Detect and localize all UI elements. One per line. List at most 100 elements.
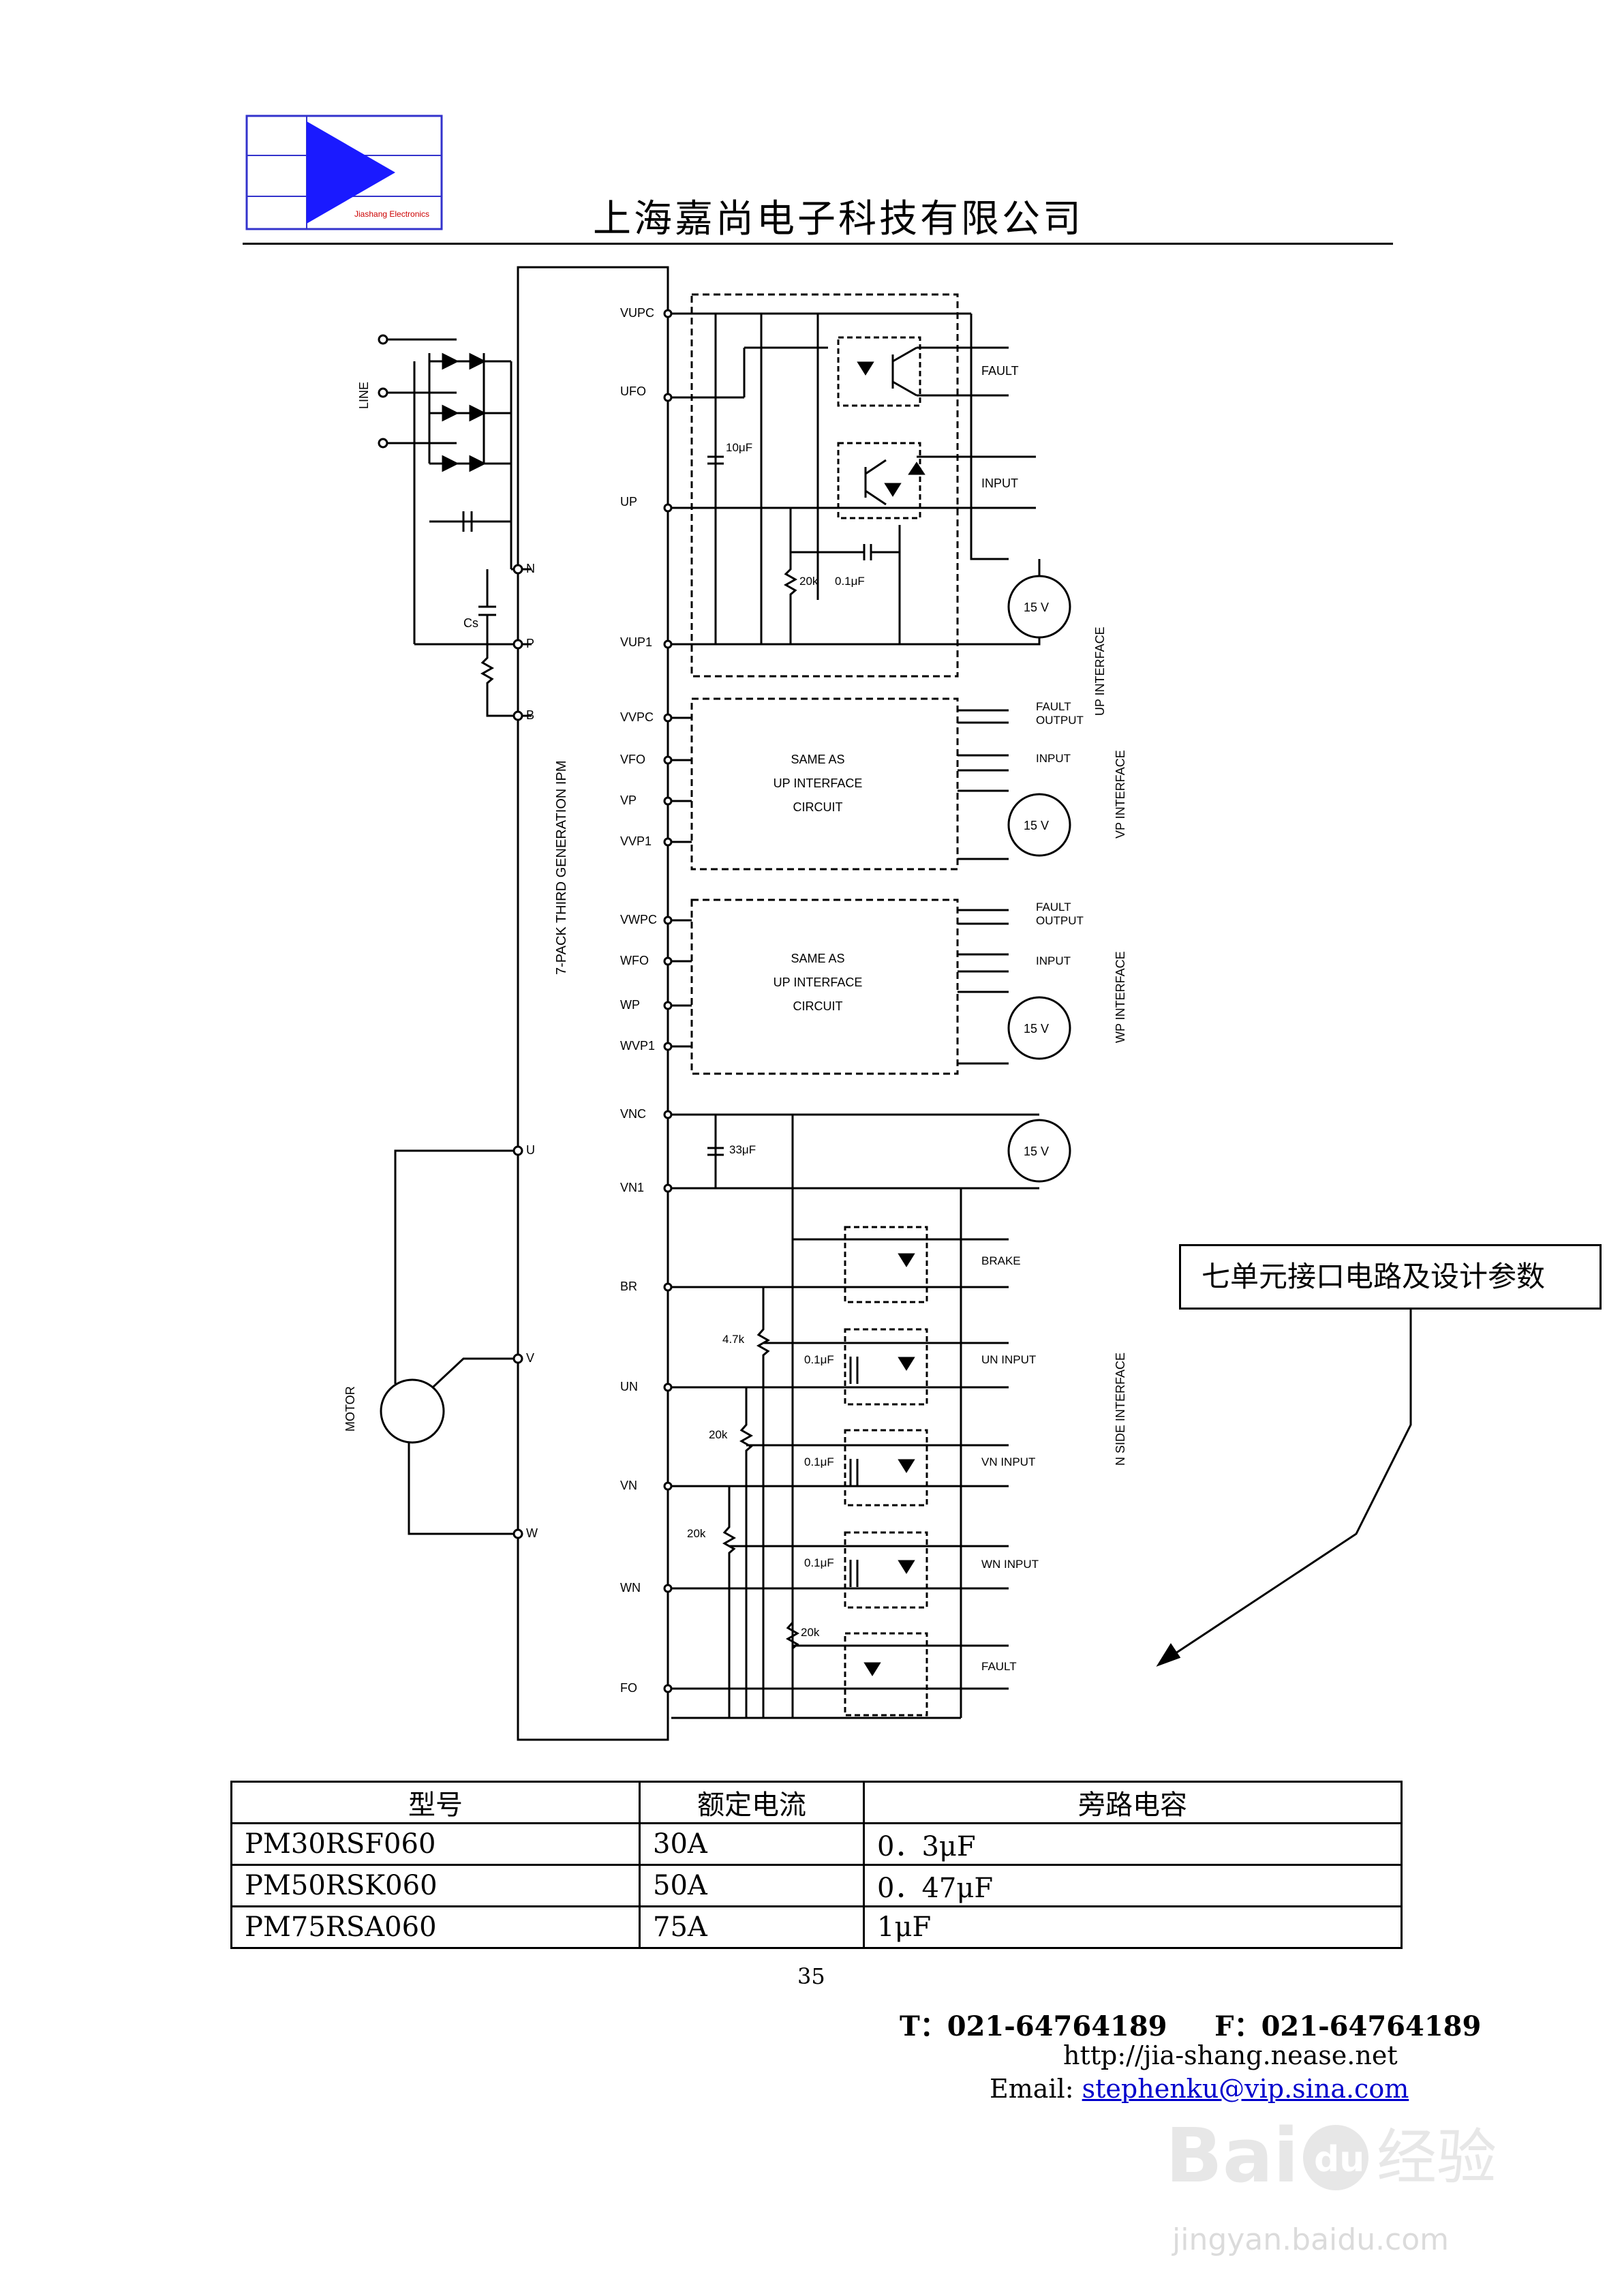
email-link[interactable]: stephenku@vip.sina.com	[1082, 2074, 1409, 2104]
callout-arrow	[1156, 1309, 1412, 1667]
vp-interface-circuit: VVPC VFO VP VVP1 SAME AS UP INTERFACE CI…	[620, 697, 1127, 871]
svg-text:WVP1: WVP1	[620, 1039, 655, 1053]
svg-text:INPUT: INPUT	[1036, 954, 1071, 967]
model-cell: PM75RSA060	[230, 1905, 641, 1949]
model-cell: PM50RSK060	[230, 1864, 641, 1907]
svg-text:OUTPUT: OUTPUT	[1036, 914, 1084, 927]
svg-text:MOTOR: MOTOR	[343, 1386, 357, 1432]
svg-text:U: U	[526, 1143, 535, 1157]
svg-text:VNC: VNC	[620, 1107, 646, 1121]
svg-text:VN1: VN1	[620, 1181, 644, 1194]
svg-text:BR: BR	[620, 1280, 637, 1293]
email-line: Email: stephenku@vip.sina.com	[990, 2074, 1409, 2104]
wp-interface-circuit: VWPC WFO WP WVP1 SAME AS UP INTERFACE CI…	[620, 898, 1127, 1075]
current-cell: 75A	[639, 1905, 865, 1949]
svg-text:20k: 20k	[799, 575, 818, 588]
current-cell: 30A	[639, 1822, 865, 1866]
svg-text:15 V: 15 V	[1024, 1145, 1049, 1158]
company-name: 上海嘉尚电子科技有限公司	[593, 197, 1084, 241]
svg-text:UP INTERFACE: UP INTERFACE	[1093, 626, 1107, 716]
email-label: Email:	[990, 2074, 1074, 2104]
svg-text:0.1μF: 0.1μF	[804, 1455, 834, 1468]
svg-text:WN INPUT: WN INPUT	[981, 1558, 1039, 1571]
baidu-jingyan-watermark: Bai du 经验 jingyan.baidu.com	[1165, 2112, 1497, 2257]
svg-text:VP: VP	[620, 794, 637, 807]
svg-text:FAULT: FAULT	[1036, 901, 1071, 913]
svg-text:jingyan.baidu.com: jingyan.baidu.com	[1172, 2222, 1449, 2257]
svg-text:WP INTERFACE: WP INTERFACE	[1114, 951, 1127, 1043]
svg-text:VN: VN	[620, 1479, 637, 1492]
svg-text:SAME AS: SAME AS	[791, 952, 844, 965]
n-side-interface-circuit: VNC VN1 BR UN VN WN FO 33μF 15 V BRAKE U…	[620, 1107, 1127, 1719]
company-logo: Jiashang Electronics	[245, 115, 443, 230]
current-cell: 50A	[639, 1864, 865, 1907]
motor: MOTOR U V W	[343, 1143, 538, 1540]
col-current-header: 额定电流	[639, 1781, 865, 1824]
svg-text:Bai: Bai	[1165, 2112, 1299, 2199]
svg-text:INPUT: INPUT	[1036, 752, 1071, 765]
col-bypass-cap-header: 旁路电容	[863, 1781, 1403, 1824]
svg-text:P: P	[526, 637, 534, 650]
svg-text:7-PACK THIRD GENERATION IPM: 7-PACK THIRD GENERATION IPM	[554, 761, 569, 975]
svg-text:UP INTERFACE: UP INTERFACE	[774, 776, 863, 790]
svg-text:W: W	[526, 1526, 538, 1540]
svg-text:20k: 20k	[687, 1527, 706, 1540]
svg-text:10μF: 10μF	[726, 441, 752, 454]
table-row: PM75RSA060 75A 1μF	[230, 1905, 1403, 1949]
svg-text:V: V	[526, 1351, 534, 1365]
svg-text:FAULT: FAULT	[981, 1660, 1017, 1673]
svg-text:VVP1: VVP1	[620, 834, 652, 848]
col-model-header: 型号	[230, 1781, 641, 1824]
svg-text:LINE: LINE	[357, 382, 371, 409]
phone-number: T：021-64764189	[900, 2010, 1167, 2042]
bypass-cap-cell: 1μF	[863, 1905, 1403, 1949]
svg-text:UP: UP	[620, 495, 637, 509]
model-cell: PM30RSF060	[230, 1822, 641, 1866]
table-row: PM50RSK060 50A 0．47μF	[230, 1864, 1403, 1907]
svg-text:FO: FO	[620, 1681, 637, 1695]
svg-text:VFO: VFO	[620, 753, 645, 766]
svg-text:经验: 经验	[1377, 2122, 1497, 2192]
bus-pins: N P B	[512, 562, 535, 722]
svg-text:SAME AS: SAME AS	[791, 753, 844, 766]
circuit-callout-box: 七单元接口电路及设计参数	[1179, 1244, 1602, 1310]
svg-text:UN: UN	[620, 1380, 638, 1393]
svg-text:du: du	[1314, 2139, 1364, 2180]
svg-text:UN INPUT: UN INPUT	[981, 1353, 1036, 1366]
line-rectifier: LINE Cs	[357, 334, 532, 717]
page-number: 35	[797, 1963, 825, 1989]
website-url: http://jia-shang.nease.net	[1063, 2040, 1398, 2070]
svg-text:FAULT: FAULT	[981, 364, 1019, 378]
svg-text:Jiashang Electronics: Jiashang Electronics	[354, 209, 429, 219]
ipm-interface-circuit-diagram: 7-PACK THIRD GENERATION IPM LINE Cs N P	[343, 266, 1127, 1741]
svg-text:UP INTERFACE: UP INTERFACE	[774, 976, 863, 989]
svg-text:15 V: 15 V	[1024, 819, 1049, 832]
svg-text:N: N	[526, 562, 535, 575]
bypass-cap-cell: 0．47μF	[863, 1864, 1403, 1907]
svg-text:VUP1: VUP1	[620, 635, 652, 649]
svg-text:WN: WN	[620, 1581, 641, 1595]
svg-text:0.1μF: 0.1μF	[835, 575, 865, 588]
header-rule	[243, 243, 1393, 245]
table-header-row: 型号 额定电流 旁路电容	[230, 1781, 1403, 1824]
contact-phone-fax: T：021-64764189 F：021-64764189	[900, 2004, 1481, 2044]
svg-text:FAULT: FAULT	[1036, 700, 1071, 713]
svg-text:20k: 20k	[709, 1428, 728, 1441]
bypass-cap-cell: 0．3μF	[863, 1822, 1403, 1866]
svg-text:15 V: 15 V	[1024, 601, 1049, 614]
svg-text:CIRCUIT: CIRCUIT	[793, 999, 843, 1013]
svg-text:INPUT: INPUT	[981, 477, 1018, 490]
svg-text:0.1μF: 0.1μF	[804, 1556, 834, 1569]
svg-text:B: B	[526, 708, 534, 722]
table-row: PM30RSF060 30A 0．3μF	[230, 1822, 1403, 1866]
svg-text:0.1μF: 0.1μF	[804, 1353, 834, 1366]
svg-text:20k: 20k	[801, 1626, 820, 1639]
svg-text:VP INTERFACE: VP INTERFACE	[1114, 750, 1127, 839]
ipm-spec-table: 型号 额定电流 旁路电容 PM30RSF060 30A 0．3μF PM50RS…	[230, 1781, 1403, 1949]
fax-number: F：021-64764189	[1214, 2010, 1482, 2042]
svg-text:4.7k: 4.7k	[722, 1333, 745, 1346]
svg-text:UFO: UFO	[620, 384, 646, 398]
svg-text:VVPC: VVPC	[620, 710, 654, 724]
up-interface-circuit: VUPC UFO UP VUP1 10μF FAULT INPUT 20k	[620, 293, 1107, 716]
svg-text:BRAKE: BRAKE	[981, 1254, 1021, 1267]
